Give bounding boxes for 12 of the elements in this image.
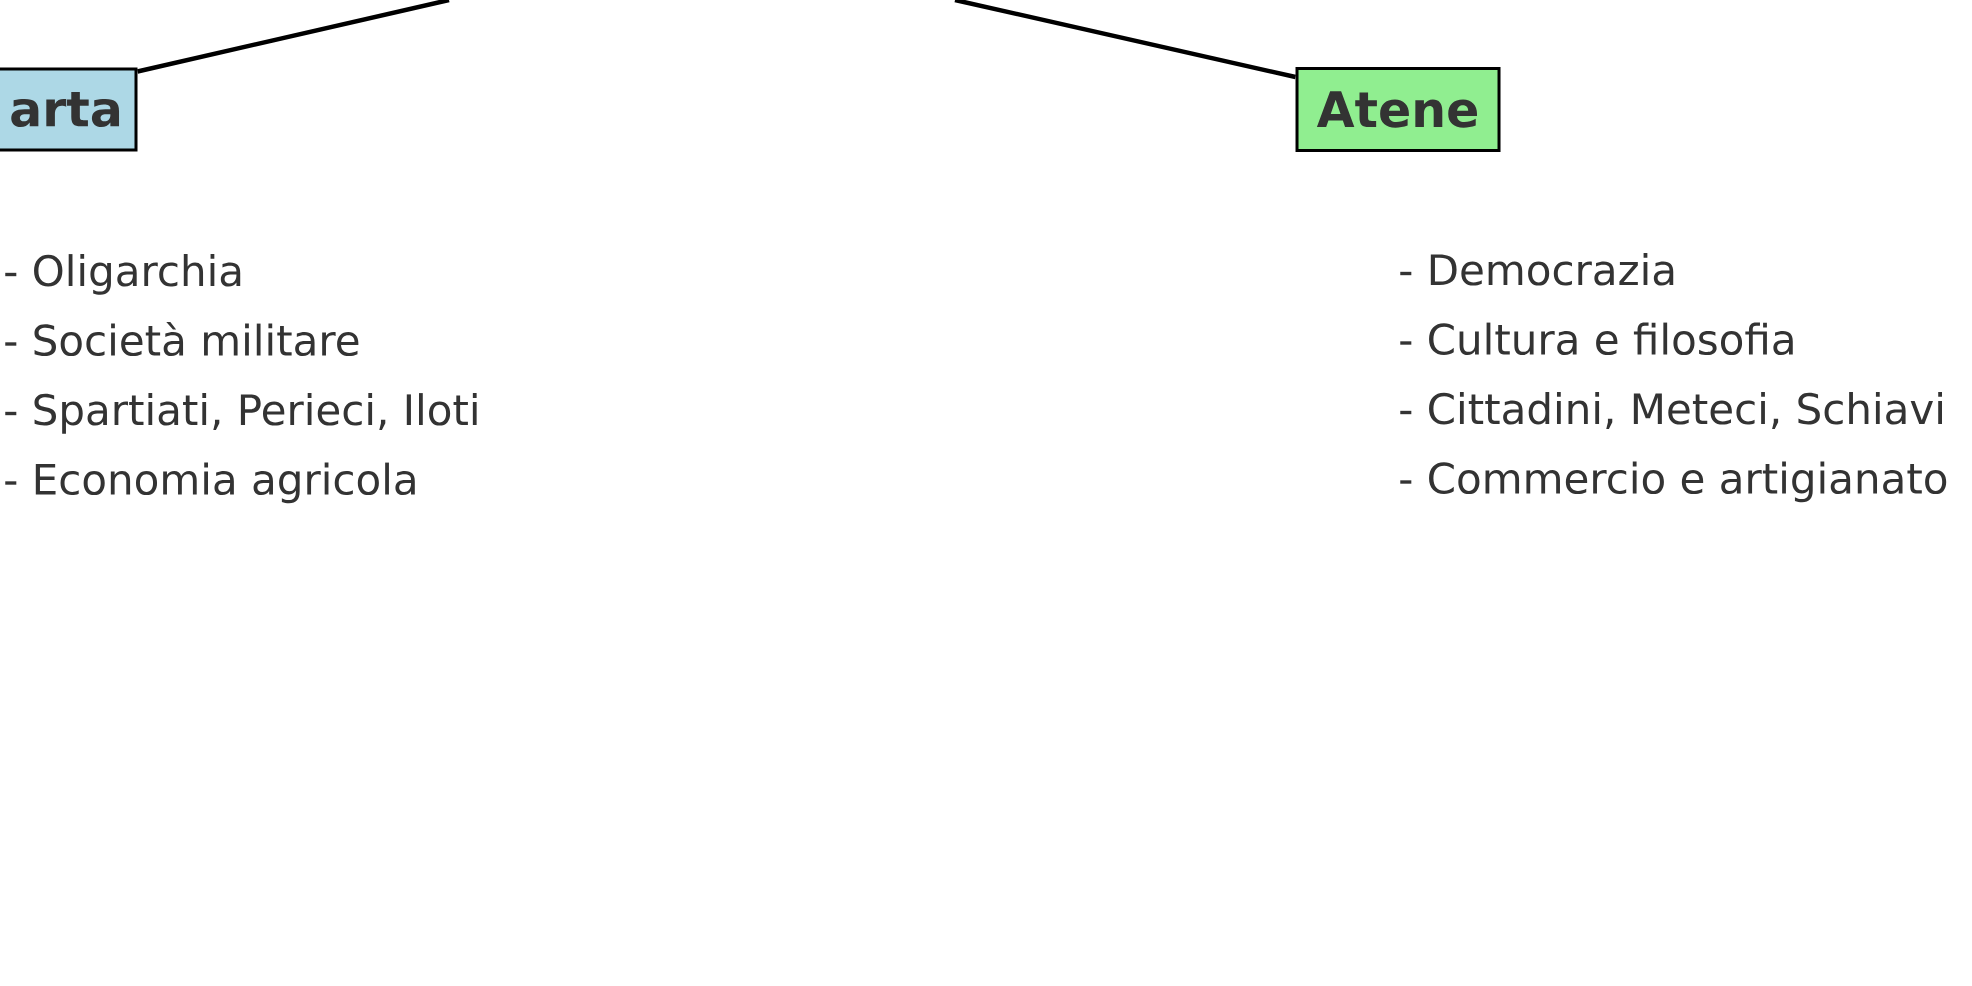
list-item: - Società militare: [5, 321, 359, 357]
connector-line: [954, 0, 1296, 80]
city-box: arta: [0, 67, 138, 152]
list-item: - Oligarchia: [5, 254, 241, 295]
connector-line: [137, 0, 450, 74]
list-item: - Spartiati, Perieci, Iloti: [5, 393, 477, 434]
list-item: - Commercio e artigianato: [1400, 461, 1947, 503]
list-item: - Cultura e filosofia: [1400, 322, 1793, 356]
list-item: - Cittadini, Meteci, Schiavi: [1400, 392, 1942, 429]
city-box: Atene: [1295, 67, 1501, 152]
list-item: - Economia agricola: [5, 462, 415, 504]
list-item: - Democrazia: [1400, 253, 1674, 286]
